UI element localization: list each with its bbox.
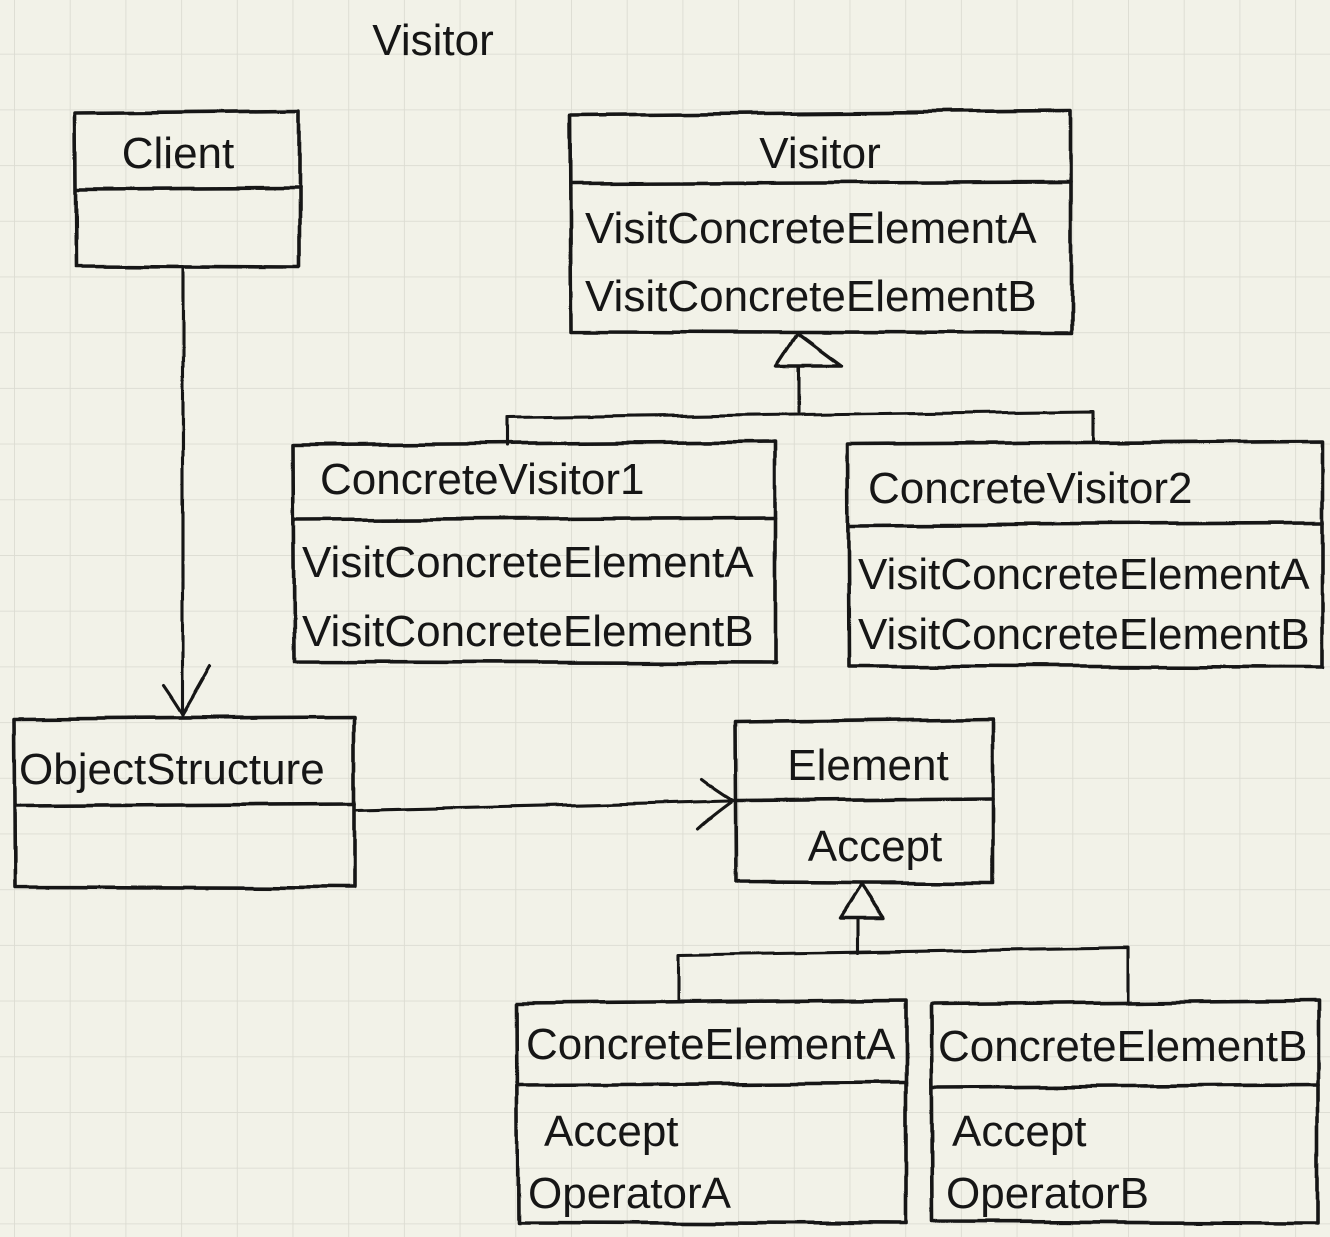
method-label: OperatorA (528, 1169, 732, 1218)
visitor-inheritance-triangle (775, 332, 843, 368)
method-label: VisitConcreteElementA (302, 538, 754, 587)
method-label: Accept (808, 822, 943, 871)
method-label: VisitConcreteElementB (858, 610, 1310, 659)
class-title-client: Client (122, 129, 235, 178)
class-title-concrete-elementB: ConcreteElementB (938, 1022, 1307, 1071)
objectstructure-to-element-arrow (354, 777, 735, 831)
element-inheritance-triangle (838, 883, 885, 920)
method-label: VisitConcreteElementA (585, 204, 1037, 253)
method-label: VisitConcreteElementA (858, 550, 1310, 599)
method-label: OperatorB (946, 1169, 1149, 1218)
concrete-elementA-class-box (515, 998, 908, 1226)
visitors-generalization-connector (505, 332, 1095, 448)
class-title-object-structure: ObjectStructure (19, 745, 325, 794)
class-title-visitor: Visitor (759, 129, 880, 178)
method-label: Accept (952, 1107, 1087, 1156)
concrete-elementB-class-box (929, 999, 1320, 1225)
concrete-visitor2-class-box (846, 439, 1324, 669)
elements-generalization-connector (676, 883, 1130, 1004)
concrete-visitor1-class-box (291, 440, 777, 665)
visitor-class-box (568, 109, 1073, 335)
client-to-objectstructure-arrow (162, 264, 213, 717)
method-label: Accept (544, 1107, 679, 1156)
method-label: VisitConcreteElementB (302, 607, 754, 656)
class-title-concrete-visitor1: ConcreteVisitor1 (320, 455, 644, 504)
class-title-concrete-visitor2: ConcreteVisitor2 (868, 464, 1192, 513)
class-title-element: Element (787, 741, 948, 790)
element-class-box (733, 717, 995, 886)
diagram-title: Visitor (372, 16, 493, 65)
client-class-box (73, 109, 301, 269)
class-title-concrete-elementA: ConcreteElementA (526, 1020, 896, 1069)
object-structure-class-box (12, 715, 356, 890)
method-label: VisitConcreteElementB (585, 272, 1037, 321)
